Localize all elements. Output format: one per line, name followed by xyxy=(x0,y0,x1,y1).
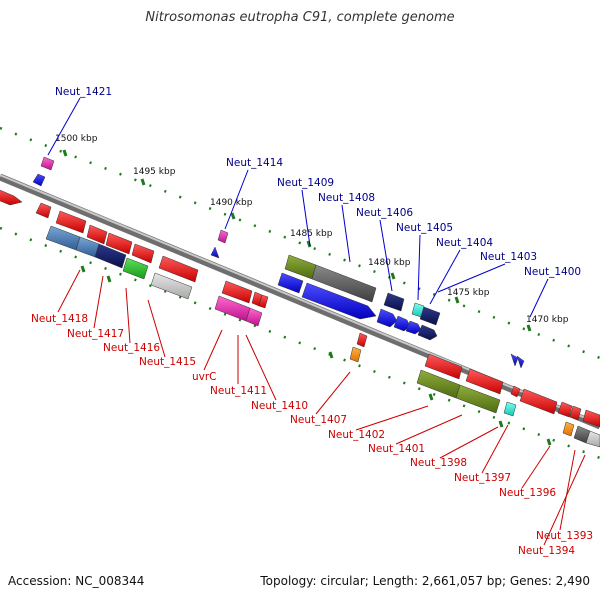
gene-label-neut-1414[interactable]: Neut_1414 xyxy=(226,157,283,169)
reverse-gene-labels: Neut_1418 Neut_1417 Neut_1416 Neut_1415 … xyxy=(31,313,593,557)
gene-label-neut-1397[interactable]: Neut_1397 xyxy=(454,472,511,484)
gene-label-neut-1403[interactable]: Neut_1403 xyxy=(480,251,537,263)
gene-label-neut-1411[interactable]: Neut_1411 xyxy=(210,385,267,397)
gene-label-neut-1402[interactable]: Neut_1402 xyxy=(328,429,385,441)
gene-label-neut-1400[interactable]: Neut_1400 xyxy=(524,266,581,278)
gene-arrow[interactable] xyxy=(424,353,463,380)
gene-arrow[interactable] xyxy=(32,173,46,187)
gene-arrow[interactable] xyxy=(376,308,398,328)
gene-arrow[interactable] xyxy=(131,243,155,264)
gene-arrow[interactable] xyxy=(419,306,441,326)
gene-label-neut-1418[interactable]: Neut_1418 xyxy=(31,313,88,325)
outer-tick-track xyxy=(0,126,600,360)
inner-tick-track xyxy=(0,226,600,460)
gene-arrow[interactable] xyxy=(562,421,575,437)
gene-label-uvrc[interactable]: uvrC xyxy=(192,371,217,383)
forward-gene-labels: Neut_1421 Neut_1414 Neut_1409 Neut_1408 … xyxy=(55,86,581,278)
gene-label-neut-1406[interactable]: Neut_1406 xyxy=(356,207,413,219)
gene-arrow[interactable] xyxy=(94,243,127,269)
map-title: Nitrosomonas eutropha C91, complete geno… xyxy=(145,10,455,25)
gene-arrow[interactable] xyxy=(284,254,317,280)
gene-label-neut-1405[interactable]: Neut_1405 xyxy=(396,222,453,234)
gene-arrow[interactable] xyxy=(585,430,600,448)
gene-label-neut-1410[interactable]: Neut_1410 xyxy=(251,400,308,412)
gene-arrow[interactable] xyxy=(86,224,108,245)
genome-backbone xyxy=(0,173,600,430)
gene-arrow[interactable] xyxy=(356,332,368,348)
tick-labels: 1500 kbp 1495 kbp 1490 kbp 1485 kbp 1480… xyxy=(55,134,569,325)
gene-label-neut-1416[interactable]: Neut_1416 xyxy=(103,342,160,354)
gene-arrow[interactable] xyxy=(383,292,405,312)
gene-arrow[interactable] xyxy=(311,264,377,303)
gene-arrow[interactable] xyxy=(557,401,573,418)
gene-arrow[interactable] xyxy=(55,210,87,234)
genome-backbone-highlight xyxy=(0,174,600,425)
tick-label-1475: 1475 kbp xyxy=(447,288,490,298)
gene-arrow[interactable] xyxy=(465,368,504,395)
gene-arrow[interactable] xyxy=(258,294,269,309)
gene-arrow[interactable] xyxy=(122,257,149,280)
gene-arrow[interactable] xyxy=(40,156,55,171)
gene-arrow[interactable] xyxy=(516,355,525,369)
gene-label-neut-1409[interactable]: Neut_1409 xyxy=(277,177,334,189)
tick-label-1495: 1495 kbp xyxy=(133,167,176,177)
gene-label-neut-1398[interactable]: Neut_1398 xyxy=(410,457,467,469)
tick-label-1500: 1500 kbp xyxy=(55,134,98,144)
reverse-genes xyxy=(35,202,600,448)
gene-arrow[interactable] xyxy=(510,385,521,398)
accession-text: Accession: NC_008344 xyxy=(8,574,145,588)
gene-label-neut-1417[interactable]: Neut_1417 xyxy=(67,328,124,340)
gene-arrow[interactable] xyxy=(221,280,253,304)
gene-arrow[interactable] xyxy=(455,384,501,414)
gene-label-neut-1421[interactable]: Neut_1421 xyxy=(55,86,112,98)
gene-arrow[interactable] xyxy=(0,188,23,206)
forward-genes xyxy=(0,156,525,369)
gene-arrow[interactable] xyxy=(217,229,229,244)
gene-arrow[interactable] xyxy=(510,353,519,367)
topology-text: Topology: circular; Length: 2,661,057 bp… xyxy=(260,574,590,588)
gene-arrow[interactable] xyxy=(35,202,52,219)
gene-label-neut-1404[interactable]: Neut_1404 xyxy=(436,237,493,249)
tick-label-1480: 1480 kbp xyxy=(368,258,411,268)
gene-label-neut-1408[interactable]: Neut_1408 xyxy=(318,192,375,204)
tick-label-1470: 1470 kbp xyxy=(526,315,569,325)
gene-arrow[interactable] xyxy=(277,272,304,294)
reverse-callouts xyxy=(57,269,586,546)
gene-arrow[interactable] xyxy=(349,346,362,363)
gene-arrow[interactable] xyxy=(245,307,263,327)
forward-callouts xyxy=(47,97,549,318)
gene-arrow[interactable] xyxy=(301,282,377,320)
gene-label-neut-1394[interactable]: Neut_1394 xyxy=(518,545,575,557)
gene-label-neut-1396[interactable]: Neut_1396 xyxy=(499,487,556,499)
tick-label-1485: 1485 kbp xyxy=(290,229,333,239)
gene-label-neut-1407[interactable]: Neut_1407 xyxy=(290,414,347,426)
gene-arrow[interactable] xyxy=(417,324,438,341)
gene-arrow[interactable] xyxy=(582,409,600,428)
tick-label-1490: 1490 kbp xyxy=(210,198,253,208)
gene-arrow[interactable] xyxy=(105,232,133,255)
gene-label-neut-1415[interactable]: Neut_1415 xyxy=(139,356,196,368)
gene-label-neut-1393[interactable]: Neut_1393 xyxy=(536,530,593,542)
gene-arrow[interactable] xyxy=(519,388,558,415)
major-ticks xyxy=(62,149,552,446)
gene-arrow[interactable] xyxy=(405,320,422,335)
gene-arrow[interactable] xyxy=(158,255,199,283)
gene-arrow[interactable] xyxy=(150,272,193,300)
gene-arrow[interactable] xyxy=(503,401,517,417)
gene-arrow[interactable] xyxy=(210,246,220,259)
gene-label-neut-1401[interactable]: Neut_1401 xyxy=(368,443,425,455)
gene-arrow[interactable] xyxy=(569,405,582,421)
